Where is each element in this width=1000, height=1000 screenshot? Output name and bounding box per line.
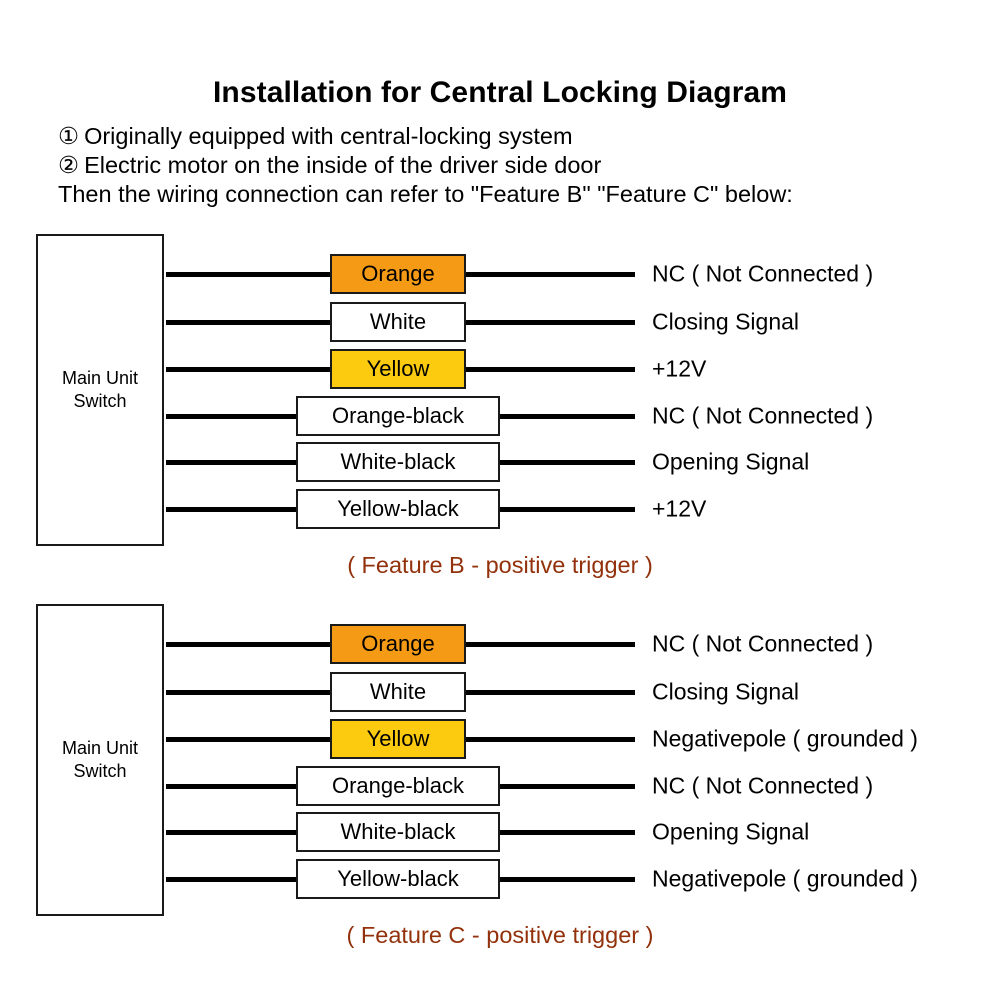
wire-label-chip: White-black [296, 442, 500, 482]
wire-segment-right [500, 413, 635, 419]
wire-segment-left [166, 689, 330, 695]
wiring-diagram-feature-c: Main Unit Switch Orange NC ( Not Connect… [0, 598, 1000, 958]
wire-function-label: NC ( Not Connected ) [652, 402, 874, 429]
wire-function-label: Closing Signal [652, 308, 800, 335]
wire-segment-right [500, 876, 635, 882]
wire-segment-right [500, 459, 635, 465]
intro-line-3: Then the wiring connection can refer to … [58, 180, 978, 209]
wire-segment-left [166, 506, 296, 512]
list-marker-2: ② [58, 152, 80, 178]
wire-segment-left [166, 271, 330, 277]
wire-function-label: +12V [652, 495, 707, 522]
wire-function-label: Opening Signal [652, 448, 810, 475]
wire-segment-left [166, 641, 330, 647]
wire-label-chip: Orange-black [296, 766, 500, 806]
intro-text-1: Originally equipped with central-locking… [84, 123, 573, 149]
wire-label-chip: Yellow-black [296, 859, 500, 899]
wire-function-label: NC ( Not Connected ) [652, 630, 874, 657]
wire-row: Yellow Negativepole ( grounded ) [0, 713, 1000, 765]
wire-label-chip: White-black [296, 812, 500, 852]
diagram-caption: ( Feature C - positive trigger ) [346, 922, 654, 948]
wire-segment-left [166, 366, 330, 372]
wire-row: Yellow-black +12V [0, 483, 1000, 535]
wire-segment-left [166, 829, 296, 835]
wire-segment-right [466, 319, 635, 325]
wire-segment-right [466, 271, 635, 277]
wire-label-chip: Orange [330, 624, 466, 664]
wire-label-chip: Yellow [330, 349, 466, 389]
wire-segment-right [500, 829, 635, 835]
main-unit-box: Main Unit Switch [36, 604, 164, 916]
main-unit-label: Main Unit Switch [61, 738, 139, 781]
wire-label-chip: Orange-black [296, 396, 500, 436]
wire-row: Orange NC ( Not Connected ) [0, 618, 1000, 670]
wire-segment-right [500, 506, 635, 512]
wire-row: Orange NC ( Not Connected ) [0, 248, 1000, 300]
main-unit-box: Main Unit Switch [36, 234, 164, 546]
wire-row: White Closing Signal [0, 296, 1000, 348]
wire-function-label: NC ( Not Connected ) [652, 260, 874, 287]
wire-function-label: Closing Signal [652, 678, 800, 705]
wire-function-label: NC ( Not Connected ) [652, 772, 874, 799]
wire-function-label: Negativepole ( grounded ) [652, 725, 918, 752]
list-marker-1: ① [58, 123, 80, 149]
wire-segment-left [166, 783, 296, 789]
wire-segment-left [166, 876, 296, 882]
wire-segment-right [500, 783, 635, 789]
wire-row: Orange-black NC ( Not Connected ) [0, 390, 1000, 442]
wire-row: Yellow +12V [0, 343, 1000, 395]
wire-label-chip: Yellow [330, 719, 466, 759]
main-unit-label: Main Unit Switch [61, 368, 139, 411]
wire-function-label: Opening Signal [652, 818, 810, 845]
wire-row: White Closing Signal [0, 666, 1000, 718]
wire-label-chip: Orange [330, 254, 466, 294]
wire-row: Orange-black NC ( Not Connected ) [0, 760, 1000, 812]
wire-function-label: Negativepole ( grounded ) [652, 865, 918, 892]
wire-label-chip: White [330, 302, 466, 342]
wire-segment-left [166, 736, 330, 742]
wire-segment-left [166, 459, 296, 465]
wire-label-chip: White [330, 672, 466, 712]
intro-text-2: Electric motor on the inside of the driv… [84, 152, 602, 178]
wire-function-label: +12V [652, 355, 707, 382]
wire-segment-right [466, 736, 635, 742]
wire-segment-left [166, 413, 296, 419]
wire-segment-right [466, 366, 635, 372]
wire-segment-right [466, 689, 635, 695]
page-title: Installation for Central Locking Diagram [212, 76, 788, 109]
wire-segment-right [466, 641, 635, 647]
diagram-caption: ( Feature B - positive trigger ) [347, 552, 653, 578]
wire-row: Yellow-black Negativepole ( grounded ) [0, 853, 1000, 905]
wire-label-chip: Yellow-black [296, 489, 500, 529]
intro-text-3: Then the wiring connection can refer to … [58, 181, 793, 207]
wire-row: White-black Opening Signal [0, 436, 1000, 488]
wire-row: White-black Opening Signal [0, 806, 1000, 858]
wire-segment-left [166, 319, 330, 325]
wiring-diagram-feature-b: Main Unit Switch Orange NC ( Not Connect… [0, 228, 1000, 588]
